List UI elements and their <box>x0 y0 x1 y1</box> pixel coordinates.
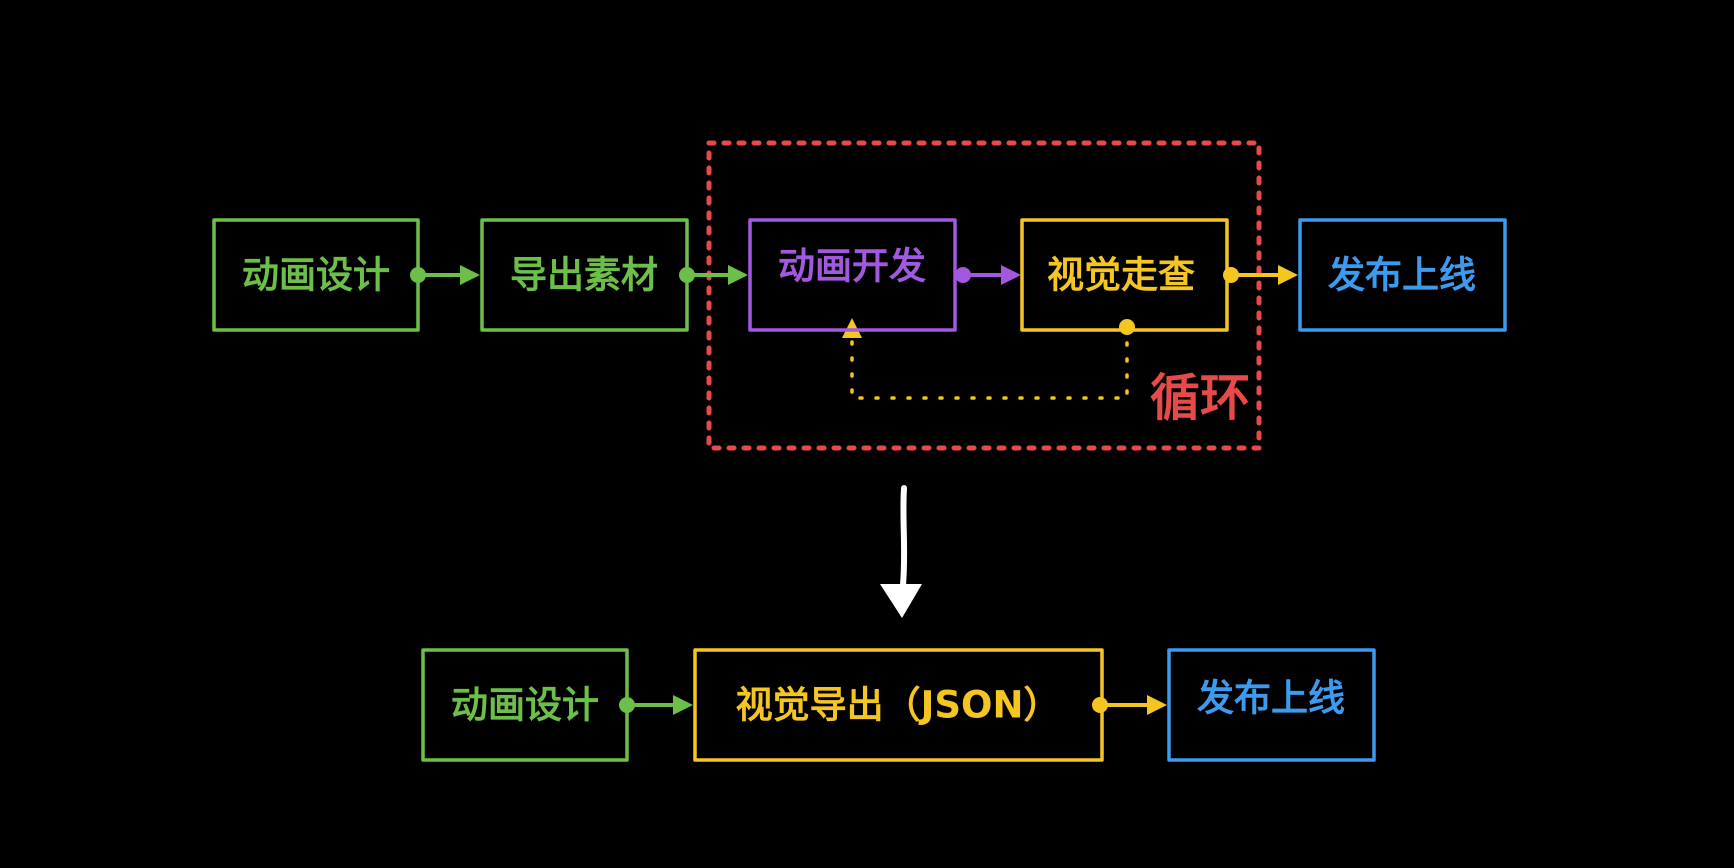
bottom-node-visual-export-json: 视觉导出（JSON） <box>693 648 1104 762</box>
down-arrow <box>880 485 922 618</box>
bottom-node-release: 发布上线 <box>1167 648 1376 762</box>
node-label: 发布上线 <box>1328 254 1476 297</box>
bottom-connector-1 <box>619 695 693 715</box>
top-node-animation-dev: 动画开发 <box>748 218 957 332</box>
node-label: 导出素材 <box>510 254 658 297</box>
loop-feedback-arrowhead <box>842 318 862 338</box>
top-connector-1 <box>410 265 480 285</box>
node-label: 动画设计 <box>451 684 599 727</box>
node-label: 动画开发 <box>778 245 926 288</box>
top-node-release: 发布上线 <box>1298 218 1507 332</box>
top-connector-4 <box>1223 265 1298 285</box>
loop-feedback-start-dot <box>1119 319 1135 335</box>
node-label: 发布上线 <box>1197 677 1345 720</box>
node-label: 视觉导出（JSON） <box>736 684 1061 727</box>
bottom-connector-2 <box>1092 695 1167 715</box>
bottom-node-animation-design: 动画设计 <box>421 648 629 762</box>
top-node-animation-design: 动画设计 <box>212 218 420 332</box>
node-label: 视觉走查 <box>1047 254 1195 297</box>
loop-feedback-path <box>850 325 1129 400</box>
loop-label: 循环 <box>1150 369 1250 427</box>
node-label: 动画设计 <box>242 254 390 297</box>
loop-region-border <box>706 140 1262 451</box>
top-node-export-assets: 导出素材 <box>480 218 689 332</box>
top-connector-3 <box>955 265 1021 285</box>
top-node-visual-review: 视觉走查 <box>1020 218 1229 332</box>
top-connector-2 <box>679 265 748 285</box>
